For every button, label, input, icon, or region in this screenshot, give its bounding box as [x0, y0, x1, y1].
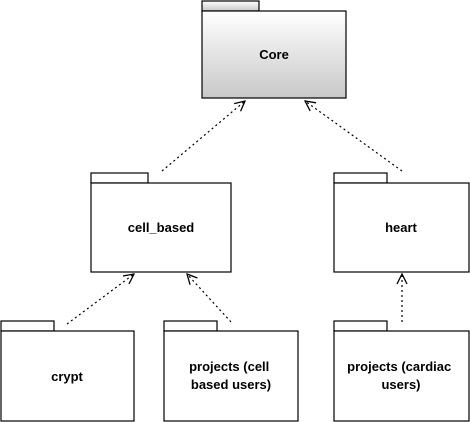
package-body — [90, 182, 232, 273]
label-line-2: based users) — [191, 377, 271, 392]
package-projects-cell-based-label: projects (cell based users) — [189, 359, 273, 392]
dependency-crypt-to-cell-based — [66, 274, 134, 325]
package-body — [0, 330, 135, 422]
package-crypt[interactable]: crypt — [0, 320, 135, 422]
label-line-1: projects (cardiac — [347, 359, 451, 374]
label-line-1: projects (cell — [189, 359, 269, 374]
label-line-2: users) — [381, 377, 420, 392]
package-core[interactable]: Core — [201, 0, 347, 99]
package-tab — [201, 0, 260, 12]
package-tab — [90, 172, 149, 184]
package-body — [201, 10, 347, 99]
package-projects-cell-based[interactable]: projects (cell based users) — [163, 320, 299, 422]
package-tab — [0, 320, 55, 332]
package-heart-label: heart — [385, 220, 417, 235]
package-body — [333, 182, 470, 273]
package-cell-based-label: cell_based — [128, 220, 195, 235]
package-tab — [163, 320, 218, 332]
package-core-label: Core — [259, 47, 289, 62]
dependency-arrows — [66, 101, 403, 325]
dependency-cell-based-to-core — [161, 101, 245, 172]
package-projects-cardiac[interactable]: projects (cardiac users) — [333, 320, 470, 422]
package-heart[interactable]: heart — [333, 172, 470, 273]
package-tab — [333, 320, 388, 332]
package-body — [333, 330, 470, 422]
dependency-projects-cell-to-cell-based — [187, 274, 232, 323]
package-body — [163, 330, 299, 422]
package-projects-cardiac-label: projects (cardiac users) — [347, 359, 455, 392]
package-tab — [333, 172, 388, 184]
package-cell-based[interactable]: cell_based — [90, 172, 232, 273]
dependency-heart-to-core — [305, 101, 403, 172]
package-crypt-label: crypt — [51, 369, 83, 384]
